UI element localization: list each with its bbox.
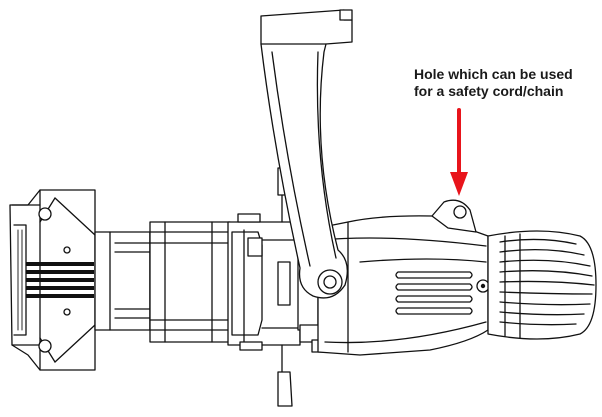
front-lens-cap [9, 189, 96, 371]
annotation-line-2: for a safety cord/chain [414, 83, 564, 99]
cooling-fins [487, 230, 597, 340]
lens-barrel [94, 221, 231, 343]
red-arrow-indicator [450, 108, 468, 196]
safety-cord-hole [431, 199, 477, 233]
front-fins [26, 262, 94, 298]
safety-cord-annotation: Hole which can be used for a safety cord… [414, 66, 573, 100]
annotation-line-1: Hole which can be used [414, 66, 573, 82]
side-vents [395, 271, 473, 315]
yoke-bracket [260, 9, 353, 299]
